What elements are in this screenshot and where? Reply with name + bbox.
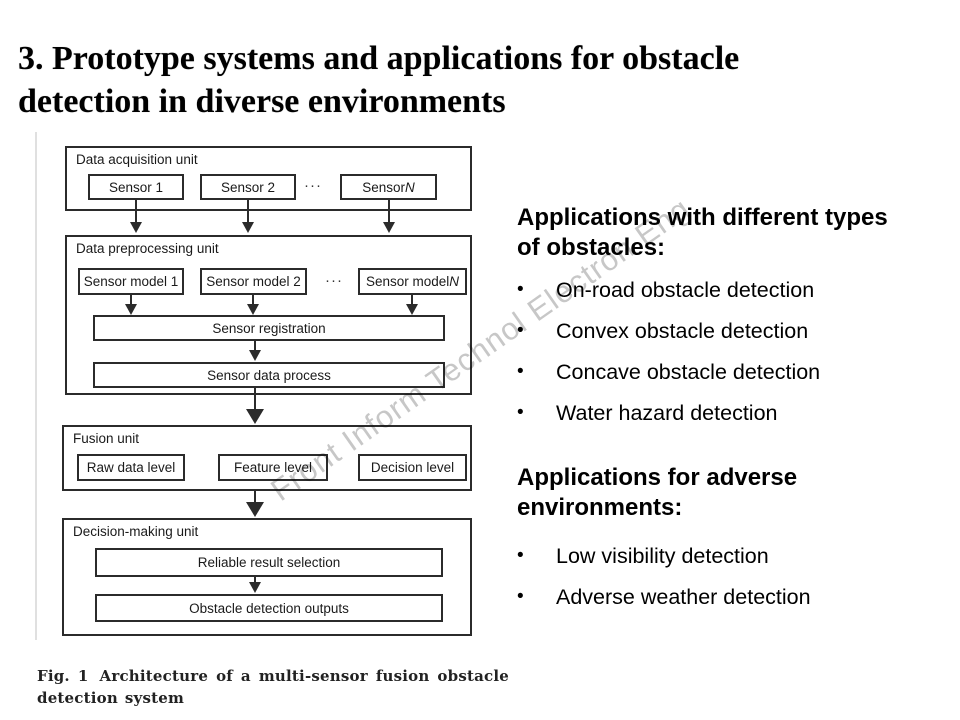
box-reliable-result-selection: Reliable result selection	[95, 548, 443, 577]
bullet-low-visibility: • Low visibility detection	[517, 542, 947, 570]
unit-fusion: Fusion unit	[62, 425, 472, 491]
bullet-text: Adverse weather detection	[556, 585, 811, 609]
heading-obstacle-types: Applications with different types of obs…	[517, 203, 947, 263]
box-feature-level: Feature level	[218, 454, 328, 481]
box-sensor-1: Sensor 1	[88, 174, 184, 200]
box-sensor-1-label: Sensor 1	[108, 179, 164, 195]
bullet-text: Water hazard detection	[556, 401, 778, 425]
bullet-concave: • Concave obstacle detection	[517, 358, 947, 386]
unit-data-acquisition: Data acquisition unit	[65, 146, 472, 211]
arrow-model2-to-registration	[246, 295, 259, 315]
box-sensor-2: Sensor 2	[200, 174, 296, 200]
arrow-model1-to-registration	[124, 295, 137, 315]
slide-title-line1: 3. Prototype systems and applications fo…	[18, 39, 740, 77]
unit-data-preprocessing: Data preprocessing unit	[65, 235, 472, 395]
bullet-marker: •	[517, 402, 524, 423]
box-sensor-2-label: Sensor 2	[220, 179, 276, 195]
bullet-text: On-road obstacle detection	[556, 278, 815, 302]
box-sensor-model-n-var: N	[449, 274, 460, 289]
box-sensor-data-process-label: Sensor data process	[207, 367, 331, 383]
box-sensor-n-var: N	[405, 179, 415, 195]
arrow-modeln-to-registration	[405, 295, 418, 315]
box-sensor-data-process: Sensor data process	[93, 362, 445, 388]
box-decision-level: Decision level	[358, 454, 467, 481]
arrow-sensorn-to-preprocessing	[382, 200, 395, 233]
heading-obstacle-types-line2: of obstacles:	[517, 234, 666, 261]
box-sensor-model-2: Sensor model 2	[200, 268, 307, 295]
box-sensor-model-1: Sensor model 1	[78, 268, 184, 295]
box-sensor-model-n: Sensor model N	[358, 268, 467, 295]
box-obstacle-detection-outputs: Obstacle detection outputs	[95, 594, 443, 622]
applications-column: Applications with different types of obs…	[517, 203, 947, 611]
box-raw-data-level: Raw data level	[77, 454, 185, 481]
figure-architecture-diagram: Data acquisition unit Sensor 1 Sensor 2 …	[35, 126, 696, 707]
box-sensor-registration-label: Sensor registration	[212, 320, 326, 336]
heading-adverse-environments: Applications for adverse environments:	[517, 463, 947, 523]
bullet-text: Low visibility detection	[556, 544, 769, 568]
box-decision-level-label: Decision level	[370, 460, 455, 475]
bullet-text: Concave obstacle detection	[556, 360, 821, 384]
unit-decision-making-label: Decision-making unit	[73, 524, 199, 539]
bullet-text: Convex obstacle detection	[556, 319, 809, 343]
bullet-convex: • Convex obstacle detection	[517, 317, 947, 345]
figure-caption-tag: Fig. 1	[37, 667, 89, 685]
bullet-marker: •	[517, 279, 524, 300]
box-sensor-model-n-label: Sensor model	[365, 274, 450, 289]
slide-title-line2: detection in diverse environments	[18, 82, 506, 120]
box-sensor-model-2-label: Sensor model 2	[206, 274, 301, 289]
unit-data-acquisition-label: Data acquisition unit	[76, 152, 198, 167]
heading-obstacle-types-line1: Applications with different types	[517, 204, 888, 231]
ellipsis-sensor-models: ···	[325, 272, 343, 289]
box-sensor-model-1-label: Sensor model 1	[83, 274, 179, 289]
box-sensor-registration: Sensor registration	[93, 315, 445, 341]
figure-scan-edge	[35, 132, 37, 640]
bullet-onroad: • On-road obstacle detection	[517, 276, 947, 304]
arrow-registration-to-process	[248, 341, 261, 361]
unit-decision-making: Decision-making unit	[62, 518, 472, 636]
heading-adverse-environments-line2: environments:	[517, 494, 683, 521]
box-reliable-result-selection-label: Reliable result selection	[197, 555, 341, 570]
slide-title: 3. Prototype systems and applications fo…	[18, 37, 948, 123]
bullet-marker: •	[517, 320, 524, 341]
ellipsis-sensors: ···	[304, 177, 322, 194]
adverse-bullet-group: • Low visibility detection • Adverse wea…	[517, 542, 947, 611]
bullet-marker: •	[517, 361, 524, 382]
unit-fusion-label: Fusion unit	[73, 431, 140, 446]
box-sensor-n-label: Sensor	[362, 179, 406, 195]
arrow-sensor2-to-preprocessing	[241, 200, 254, 233]
bullet-adverse-weather: • Adverse weather detection	[517, 583, 947, 611]
arrow-sensor1-to-preprocessing	[129, 200, 142, 233]
box-sensor-n: Sensor N	[340, 174, 437, 200]
box-feature-level-label: Feature level	[233, 460, 313, 475]
arrow-preprocessing-to-fusion	[245, 388, 264, 424]
bullet-water-hazard: • Water hazard detection	[517, 399, 947, 427]
arrow-fusion-to-decision	[245, 491, 264, 517]
bullet-marker: •	[517, 545, 524, 566]
bullet-marker: •	[517, 586, 524, 607]
arrow-reliable-to-outputs	[248, 577, 261, 593]
box-obstacle-detection-outputs-label: Obstacle detection outputs	[189, 600, 349, 616]
box-raw-data-level-label: Raw data level	[86, 460, 176, 475]
figure-caption-text: Architecture of a multi-sensor fusion ob…	[37, 667, 509, 707]
unit-data-preprocessing-label: Data preprocessing unit	[76, 241, 219, 256]
heading-adverse-environments-line1: Applications for adverse	[517, 464, 798, 491]
